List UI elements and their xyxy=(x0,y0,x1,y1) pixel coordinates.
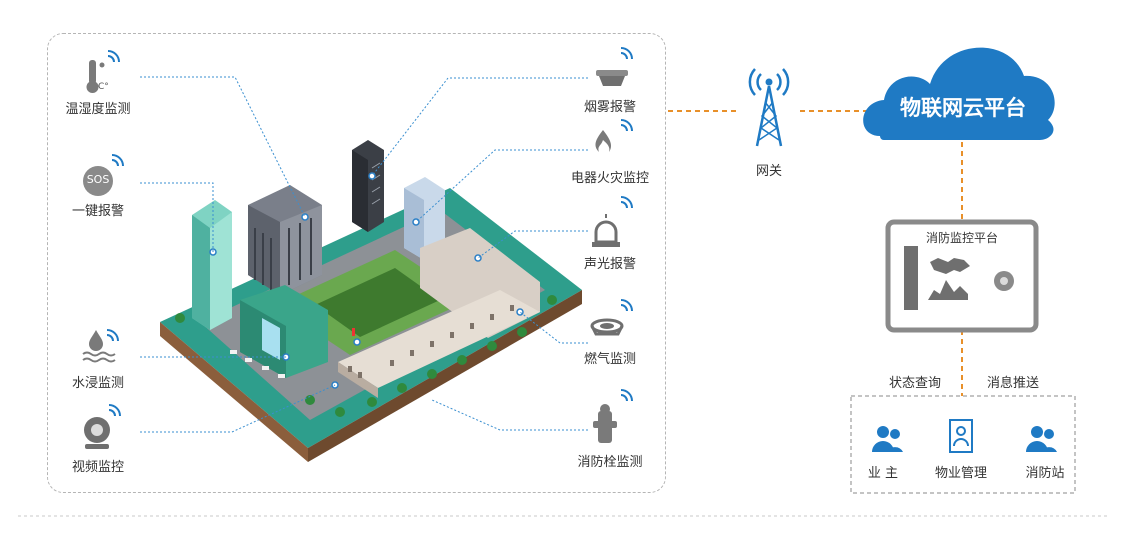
cloud-label: 物联网云平台 xyxy=(900,96,1026,120)
courtyard-inner xyxy=(315,268,440,337)
roles-frame xyxy=(850,395,1076,494)
gas-detector-icon xyxy=(590,318,624,336)
sensor-label-sos: 一键报警 xyxy=(71,204,124,219)
fire-station-icon xyxy=(1026,426,1057,452)
sensor-label-smoke: 烟雾报警 xyxy=(583,100,636,115)
flow-label-status-query: 状态查询 xyxy=(888,376,941,391)
thermo-unit: C° xyxy=(98,82,109,92)
fire-icon xyxy=(595,130,611,152)
gateway-tower-icon xyxy=(748,68,790,147)
flow-label-message-push: 消息推送 xyxy=(986,376,1039,391)
role-label-property: 物业管理 xyxy=(934,466,987,481)
siren-icon xyxy=(592,214,620,247)
role-label-owner: 业 主 xyxy=(867,466,899,481)
sensor-label-gas: 燃气监测 xyxy=(583,352,636,367)
sensor-label-hydrant: 消防栓监测 xyxy=(577,455,643,470)
leader-lines xyxy=(140,76,588,433)
property-management-icon xyxy=(949,419,973,453)
campus-illustration xyxy=(160,140,582,462)
sensor-label-electrical-fire: 电器火灾监控 xyxy=(570,171,649,186)
sos-text: SOS xyxy=(86,173,110,186)
ground-side-right xyxy=(308,290,582,462)
orange-connectors xyxy=(668,110,963,396)
wifi-icons xyxy=(106,47,633,417)
cloud-icon xyxy=(863,47,1055,140)
thermometer-icon xyxy=(86,60,105,93)
sensor-label-siren: 声光报警 xyxy=(583,257,636,272)
sensor-label-temperature: 温湿度监测 xyxy=(65,102,131,117)
campus-frame xyxy=(47,33,666,493)
monitor-icon xyxy=(885,219,1039,333)
sensor-label-video: 视频监控 xyxy=(71,460,124,475)
sensor-label-water: 水浸监测 xyxy=(71,376,124,391)
water-drop-icon xyxy=(82,330,116,363)
monitor-title: 消防监控平台 xyxy=(925,231,998,245)
sos-icon xyxy=(83,166,113,196)
camera-icon xyxy=(84,417,110,449)
gateway-label: 网关 xyxy=(755,164,782,179)
owner-icon xyxy=(872,426,903,452)
role-label-fire-station: 消防站 xyxy=(1025,466,1065,481)
hydrant-icon xyxy=(593,404,617,443)
smoke-detector-icon xyxy=(596,70,628,86)
